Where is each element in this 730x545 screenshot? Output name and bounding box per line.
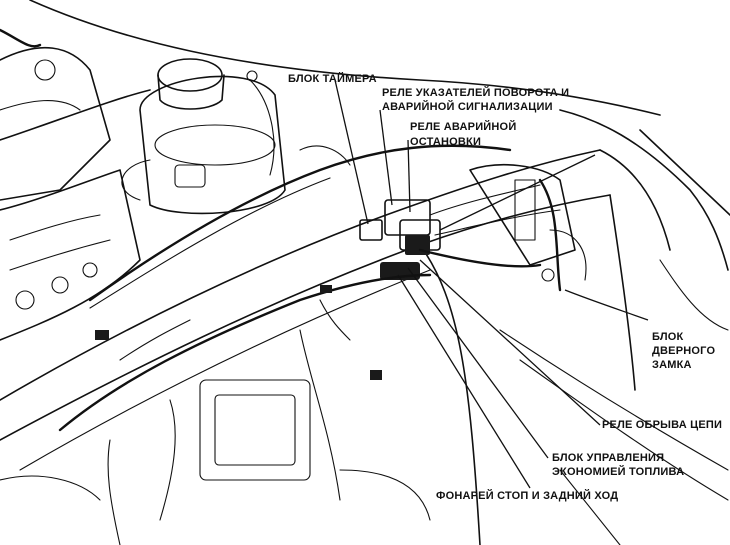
label-circuit-open-relay: РЕЛЕ ОБРЫВА ЦЕПИ xyxy=(602,419,723,431)
reservoir xyxy=(121,58,286,215)
label-emergency-stop-relay-line1: РЕЛЕ АВАРИЙНОЙ xyxy=(410,121,517,133)
label-fuel-economy-line1: БЛОК УПРАВЛЕНИЯ xyxy=(552,452,665,464)
label-door-lock-line3: ЗАМКА xyxy=(652,359,692,371)
label-stop-reverse-lights: ФОНАРЕЙ СТОП И ЗАДНИЙ ХОД xyxy=(436,490,619,502)
leader-lines xyxy=(334,79,649,489)
label-turn-signal-relay-line1: РЕЛЕ УКАЗАТЕЛЕЙ ПОВОРОТА И xyxy=(382,87,570,99)
label-fuel-economy-line2: ЭКОНОМИЕЙ ТОПЛИВА xyxy=(552,466,685,478)
label-emergency-stop-relay-line2: ОСТАНОВКИ xyxy=(410,136,482,148)
label-turn-signal-relay-line2: АВАРИЙНОЙ СИГНАЛИЗАЦИИ xyxy=(382,101,553,113)
dash-right xyxy=(469,164,587,292)
label-timer-block: БЛОК ТАЙМЕРА xyxy=(288,73,377,85)
harness-top xyxy=(88,70,512,309)
harness-lower xyxy=(0,273,432,545)
engine-left xyxy=(0,28,141,341)
label-door-lock-line2: ДВЕРНОГО xyxy=(652,345,716,357)
label-door-lock-line1: БЛОК xyxy=(652,331,684,343)
